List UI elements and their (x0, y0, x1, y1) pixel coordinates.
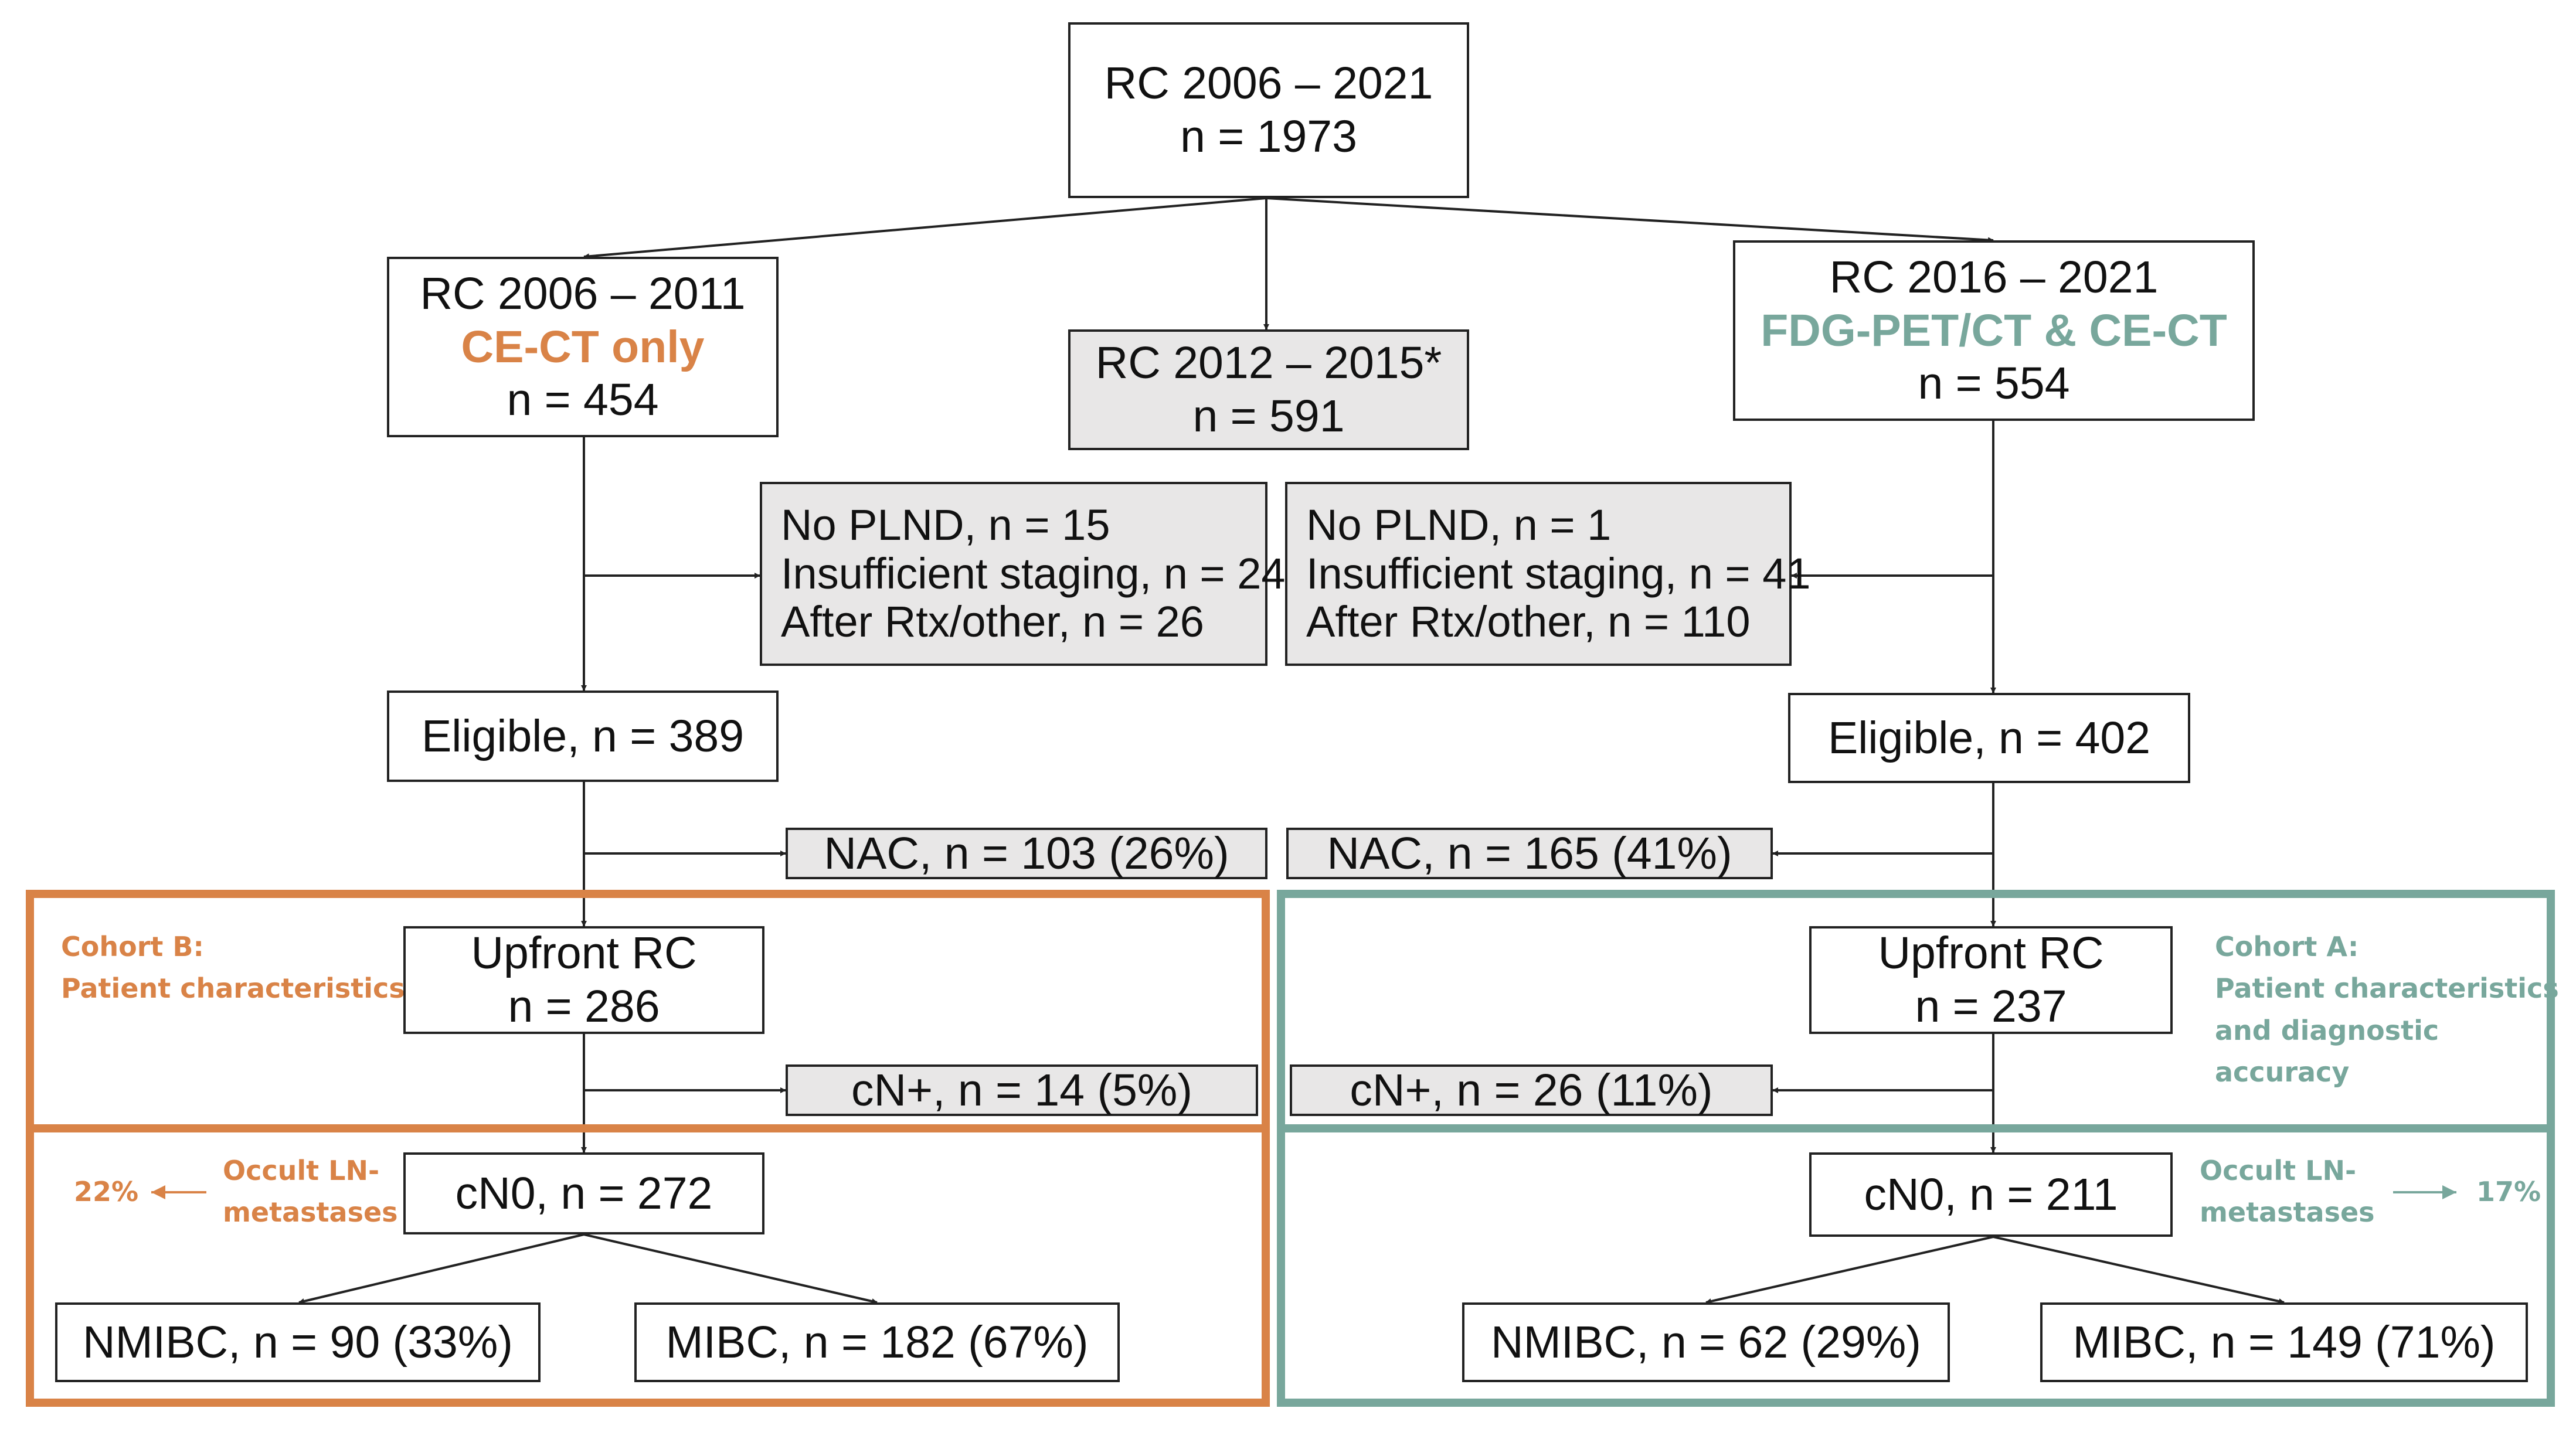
left-occult-line-2: metastases (223, 1196, 398, 1229)
right-occult-percent: 17% (2476, 1176, 2541, 1207)
cohort-a-title: Cohort A: (2215, 931, 2359, 962)
total-count-label: n = 1973 (1180, 111, 1357, 162)
cohort-a-label: Cohort A: Patient characteristics and di… (2215, 926, 2559, 1093)
arrow-top-to-right (1266, 197, 1994, 243)
right-cnplus-box: cN+, n = 26 (11%) (1290, 1064, 1773, 1116)
cohort-a-description-3: accuracy (2215, 1056, 2350, 1088)
left-upfront-rc-box: Upfront RC n = 286 (403, 926, 764, 1034)
left-upfront-count: n = 286 (508, 981, 660, 1032)
arrow-right-cn0-to-nmibc (1705, 1236, 1994, 1304)
cohort-b-description: Patient characteristics (61, 972, 405, 1005)
arrow-left-cn0-to-nmibc (298, 1233, 584, 1304)
left-period-box: RC 2006 – 2011 CE-CT only n = 454 (387, 257, 779, 437)
right-period-box: RC 2016 – 2021 FDG-PET/CT & CE-CT n = 55… (1733, 240, 2255, 421)
middle-period-count: n = 591 (1192, 391, 1345, 441)
right-occult-line-2: metastases (2200, 1196, 2375, 1229)
left-eligible-box: Eligible, n = 389 (387, 691, 779, 782)
left-occult-label: Occult LN- metastases (223, 1150, 398, 1234)
arrow-top-to-left (583, 197, 1267, 260)
right-eligible-box: Eligible, n = 402 (1788, 693, 2190, 783)
right-mibc-box: MIBC, n = 149 (71%) (2040, 1302, 2528, 1382)
left-cn0-box: cN0, n = 272 (403, 1152, 764, 1234)
left-nac-box: NAC, n = 103 (26%) (786, 828, 1267, 879)
right-nac-box: NAC, n = 165 (41%) (1286, 828, 1773, 879)
left-cnplus-box: cN+, n = 14 (5%) (786, 1064, 1258, 1116)
right-upfront-rc-box: Upfront RC n = 237 (1809, 926, 2173, 1034)
right-exclusion-rtx: After Rtx/other, n = 110 (1306, 597, 1751, 647)
right-occult-line-1: Occult LN- (2200, 1155, 2357, 1186)
right-exclusions-box: No PLND, n = 1 Insufficient staging, n =… (1285, 482, 1811, 666)
cohort-b-lower-frame (26, 1124, 1270, 1407)
left-nmibc-box: NMIBC, n = 90 (33%) (55, 1302, 541, 1382)
cohort-a-lower-frame (1277, 1124, 2555, 1407)
arrow-left-cn0-to-mibc (583, 1233, 878, 1304)
right-cn0-box: cN0, n = 211 (1809, 1152, 2173, 1237)
middle-period-label: RC 2012 – 2015* (1095, 338, 1442, 389)
right-modality-label: FDG-PET/CT & CE-CT (1761, 305, 2227, 356)
right-occult-label: Occult LN- metastases (2200, 1150, 2375, 1234)
left-period-label: RC 2006 – 2011 (420, 268, 746, 319)
left-exclusions-box: No PLND, n = 15 Insufficient staging, n … (760, 482, 1286, 666)
right-nmibc-box: NMIBC, n = 62 (29%) (1462, 1302, 1950, 1382)
left-exclusion-rtx: After Rtx/other, n = 26 (781, 597, 1204, 647)
arrow-right-cn0-to-mibc (1993, 1236, 2285, 1304)
cohort-a-description-1: Patient characteristics (2215, 972, 2559, 1005)
right-period-count: n = 554 (1918, 358, 2070, 409)
left-modality-label: CE-CT only (461, 321, 705, 372)
right-exclusion-staging: Insufficient staging, n = 41 (1306, 549, 1811, 598)
right-exclusion-no-plnd: No PLND, n = 1 (1306, 500, 1612, 549)
cohort-b-label: Cohort B: Patient characteristics (61, 926, 405, 1010)
right-period-label: RC 2016 – 2021 (1829, 251, 2159, 302)
cohort-a-description-2: and diagnostic (2215, 1014, 2439, 1046)
total-period-label: RC 2006 – 2021 (1104, 58, 1433, 109)
total-cohort-box: RC 2006 – 2021 n = 1973 (1068, 22, 1469, 198)
left-upfront-label: Upfront RC (471, 928, 697, 979)
cohort-b-title: Cohort B: (61, 931, 204, 962)
left-occult-line-1: Occult LN- (223, 1155, 380, 1186)
left-occult-percent: 22% (74, 1176, 139, 1207)
middle-period-box: RC 2012 – 2015* n = 591 (1068, 329, 1469, 450)
right-upfront-count: n = 237 (1915, 981, 2067, 1032)
left-exclusion-staging: Insufficient staging, n = 24 (781, 549, 1286, 598)
left-exclusion-no-plnd: No PLND, n = 15 (781, 500, 1110, 549)
right-upfront-label: Upfront RC (1878, 928, 2104, 979)
left-mibc-box: MIBC, n = 182 (67%) (634, 1302, 1120, 1382)
left-period-count: n = 454 (507, 375, 659, 426)
